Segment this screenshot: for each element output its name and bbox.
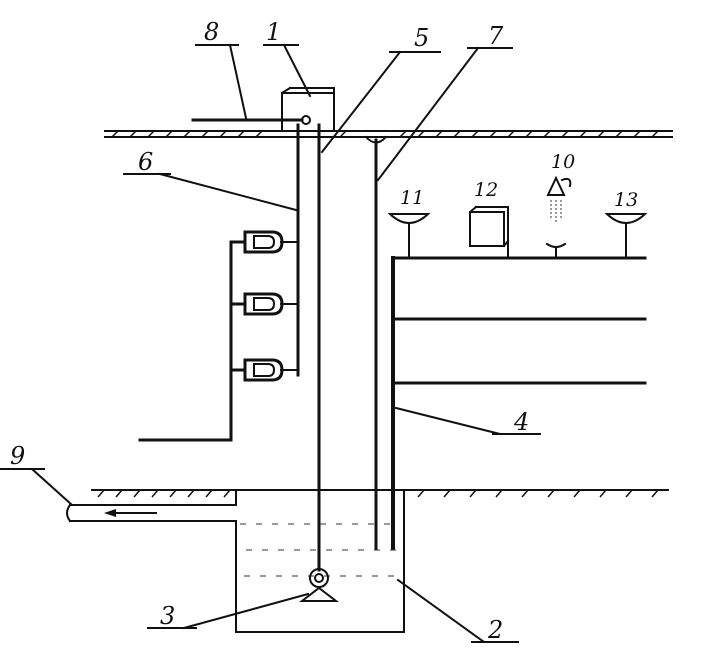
pump-icon (299, 568, 339, 602)
shower-icon (545, 175, 572, 259)
label-13: 13 (614, 189, 638, 211)
overflow-outlet (66, 489, 237, 523)
label-1: 1 (266, 18, 281, 46)
washbasin-icon (604, 213, 648, 259)
upper-floor-slab (104, 130, 673, 138)
label-4: 4 (513, 408, 529, 436)
urinal-icon (243, 358, 284, 382)
storage-tank (235, 489, 405, 633)
valve-icon (301, 115, 311, 125)
label-2: 2 (487, 616, 503, 644)
tank-icon (468, 205, 510, 259)
floor-drain-icon (364, 135, 388, 144)
label-10: 10 (551, 151, 575, 173)
washbasin-icon (387, 213, 431, 259)
label-5: 5 (414, 24, 429, 52)
control-box (281, 92, 335, 132)
urinal-branch (138, 240, 299, 442)
label-3: 3 (160, 602, 175, 630)
urinal-icon (243, 292, 284, 316)
urinal-icon (243, 230, 284, 254)
leader-lines (0, 43, 541, 644)
label-6: 6 (138, 148, 153, 176)
label-8: 8 (204, 18, 219, 46)
label-9: 9 (10, 442, 25, 470)
label-11: 11 (400, 187, 424, 209)
label-12: 12 (474, 179, 498, 201)
flow-arrow-icon (104, 509, 116, 517)
ground-line (91, 489, 669, 498)
label-7: 7 (488, 22, 504, 50)
